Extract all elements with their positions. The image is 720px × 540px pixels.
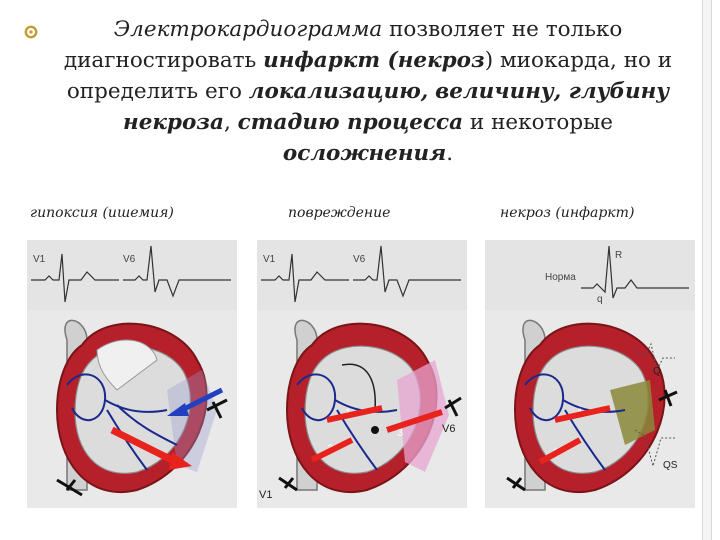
ecg-label: q <box>597 294 603 305</box>
ecg-trace-v6 <box>123 245 231 298</box>
ecg-trace-qs <box>634 342 675 372</box>
ecg-label: Норма <box>545 272 576 283</box>
bullet-ring-icon <box>24 25 38 39</box>
ecg-trace-v1 <box>31 253 119 303</box>
term-stage: стадию процесса <box>237 110 464 135</box>
ecg-trace-v6 <box>353 245 461 298</box>
lead-label: V1 <box>259 489 272 501</box>
ecg-strip: V1 V6 <box>257 240 467 310</box>
ecg-trace-normal <box>581 245 689 299</box>
ecg-label: V6 <box>123 254 136 265</box>
heart-drawing: 1 2 Q QS <box>506 319 678 493</box>
ecg-label: R <box>615 250 622 261</box>
wave-label: QS <box>663 460 678 471</box>
lead-number: 3 <box>397 427 403 439</box>
wave-label: Q <box>653 366 661 377</box>
ecg-label: V1 <box>33 254 46 265</box>
ischemia-heart-figure: V1 V6 <box>27 240 237 508</box>
ecg-trace-v1 <box>261 253 349 303</box>
injury-heart-figure: V1 V6 1 2 3 V6 V1 <box>257 240 467 508</box>
slide-top-band <box>0 0 720 3</box>
main-text: Электрокардиограмма позволяет не только … <box>20 14 680 169</box>
necrosis-heart-figure: Норма R q 1 2 Q QS <box>485 240 695 508</box>
text-run: , <box>223 110 238 135</box>
text-run: . <box>446 141 454 166</box>
slide-right-border <box>702 0 712 540</box>
term-infarct: инфаркт (некроз <box>263 48 485 73</box>
caption-ischemia: гипоксия (ишемия) <box>30 205 174 221</box>
lead-label: V6 <box>442 423 455 435</box>
term-ecg: Электрокардиограмма <box>113 17 383 42</box>
heart-drawing: 1 2 3 V6 V1 <box>259 319 462 501</box>
caption-injury: повреждение <box>288 205 391 221</box>
heart-drawing <box>55 319 228 497</box>
text-run: и некоторые <box>463 110 613 135</box>
term-localization: локализацию, <box>248 79 429 104</box>
caption-necrosis: некроз (инфаркт) <box>500 205 635 221</box>
ecg-label: V1 <box>263 254 276 265</box>
text-run: позволяет не только диагностировать <box>63 17 623 73</box>
text-run: ) миокарда, но и определить его <box>66 48 673 104</box>
ecg-strip: Норма R q <box>485 240 695 310</box>
term-complications: осложнения <box>282 141 447 166</box>
ecg-label: V6 <box>353 254 366 265</box>
ecg-trace-qs <box>634 429 675 468</box>
term-size-depth: величину, глубину некроза <box>123 79 670 135</box>
bullet-paragraph: Электрокардиограмма позволяет не только … <box>20 14 680 169</box>
ecg-strip: V1 V6 <box>27 240 237 310</box>
